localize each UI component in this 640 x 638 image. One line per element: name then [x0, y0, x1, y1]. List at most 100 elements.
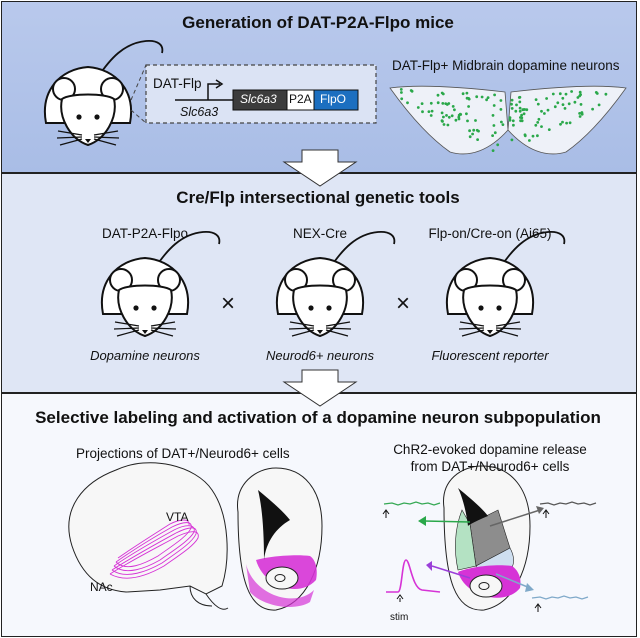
block-p2a-label: P2A	[289, 92, 312, 106]
neuron-dot	[604, 92, 608, 96]
projections-label: Projections of DAT+/Neurod6+ cells	[76, 446, 290, 461]
mouse-icon	[445, 230, 566, 337]
neuron-dot	[441, 102, 445, 105]
neuron-dot	[518, 106, 522, 110]
promoter-arrow-icon	[207, 79, 224, 100]
neuron-dot	[510, 102, 513, 106]
neuron-dot	[458, 112, 462, 116]
neuron-dot	[491, 149, 495, 153]
neuron-dot	[399, 88, 403, 91]
neuron-dot	[486, 96, 490, 99]
neuron-dot	[540, 125, 543, 128]
neuron-dot	[474, 119, 477, 122]
neuron-dot	[440, 119, 444, 123]
neuron-dot	[564, 92, 568, 96]
neuron-dot	[501, 123, 505, 126]
mouse-name: NEX-Cre	[292, 226, 347, 241]
neuron-dot	[510, 138, 514, 142]
neuron-dot	[467, 105, 470, 108]
neuron-dot	[515, 103, 518, 107]
neuron-dot	[553, 105, 557, 109]
neuron-dot	[565, 121, 568, 125]
neuron-dot	[561, 120, 564, 124]
neuron-dot	[471, 132, 474, 136]
neuron-dot	[492, 104, 496, 107]
neuron-dot	[492, 124, 496, 127]
neuron-dot	[430, 109, 434, 113]
neuron-dot	[543, 112, 546, 115]
neuron-dot	[466, 119, 469, 123]
neuron-dot	[454, 118, 458, 122]
neuron-dot	[496, 143, 500, 147]
mouse-name: Flp-on/Cre-on (Ai65)	[428, 226, 552, 241]
neuron-dot	[440, 91, 444, 95]
neuron-dot	[540, 109, 543, 113]
neuron-dot	[595, 92, 599, 95]
neuron-dot	[499, 108, 503, 111]
vta-label: VTA	[166, 510, 189, 524]
small-arrow-icon	[534, 603, 542, 612]
neuron-dot	[468, 129, 471, 133]
neuron-dot	[421, 110, 424, 114]
nac-label: NAc	[90, 580, 113, 594]
neuron-dot	[400, 91, 403, 94]
neuron-dot	[537, 117, 541, 121]
neuron-dot	[578, 90, 582, 94]
neuron-dot	[534, 123, 538, 127]
cross-symbol: ×	[396, 290, 411, 317]
neuron-dot	[445, 114, 448, 117]
neuron-dot	[445, 103, 449, 106]
neuron-dot	[491, 114, 495, 117]
neuron-dot	[480, 95, 484, 99]
arrow-green	[423, 520, 471, 523]
mouse-name: DAT-P2A-Flpo	[101, 226, 189, 241]
arrow-down-1	[283, 149, 357, 187]
neuron-dot	[512, 123, 515, 127]
neuron-dot	[510, 98, 514, 102]
neuron-dot	[591, 107, 594, 111]
neuron-dot	[500, 120, 503, 124]
neuron-dot	[465, 96, 469, 100]
arrow-magenta	[431, 565, 471, 579]
neuron-dot	[400, 97, 404, 101]
neuron-dot	[508, 118, 512, 122]
panel2-title: Cre/Flp intersectional genetic tools	[176, 188, 460, 207]
green-neuron-dots	[399, 88, 608, 153]
neuron-dot	[518, 109, 522, 113]
green-trace	[383, 501, 441, 506]
blue-trace	[531, 595, 589, 600]
neuron-dot	[416, 106, 420, 109]
coronal-section-left	[237, 467, 323, 611]
neuron-dot	[576, 96, 580, 99]
neuron-dot	[440, 111, 444, 115]
neuron-dot	[519, 116, 522, 119]
neuron-dot	[511, 119, 515, 123]
neurons-label: DAT-Flp+ Midbrain dopamine neurons	[392, 58, 620, 73]
release-label-line2: from DAT+/Neurod6+ cells	[410, 459, 570, 474]
neuron-dot	[546, 108, 550, 112]
construct-label: DAT-Flp	[153, 76, 202, 91]
neuron-dot	[536, 102, 540, 106]
neuron-dot	[536, 134, 539, 138]
magenta-trace	[386, 559, 441, 593]
cross-symbol: ×	[221, 290, 236, 317]
neuron-dot	[429, 101, 433, 105]
neuron-dot	[567, 102, 571, 106]
neuron-dot	[510, 107, 514, 110]
neuron-dot	[519, 119, 522, 123]
neuron-dot	[570, 90, 573, 93]
neuron-dot	[475, 128, 479, 132]
neuron-dot	[559, 122, 562, 126]
neuron-dot	[420, 102, 424, 105]
neuron-dot	[514, 109, 518, 113]
arrow-down-2	[283, 369, 357, 407]
neuron-dot	[578, 115, 582, 118]
neuron-dot	[547, 128, 551, 132]
neuron-dot	[442, 115, 445, 119]
neuron-dot	[465, 91, 469, 95]
block-slc6a3-label: Slc6a3	[240, 92, 277, 106]
neuron-dot	[451, 105, 455, 108]
neuron-dot	[523, 108, 527, 111]
stim-label: stim	[390, 612, 409, 623]
